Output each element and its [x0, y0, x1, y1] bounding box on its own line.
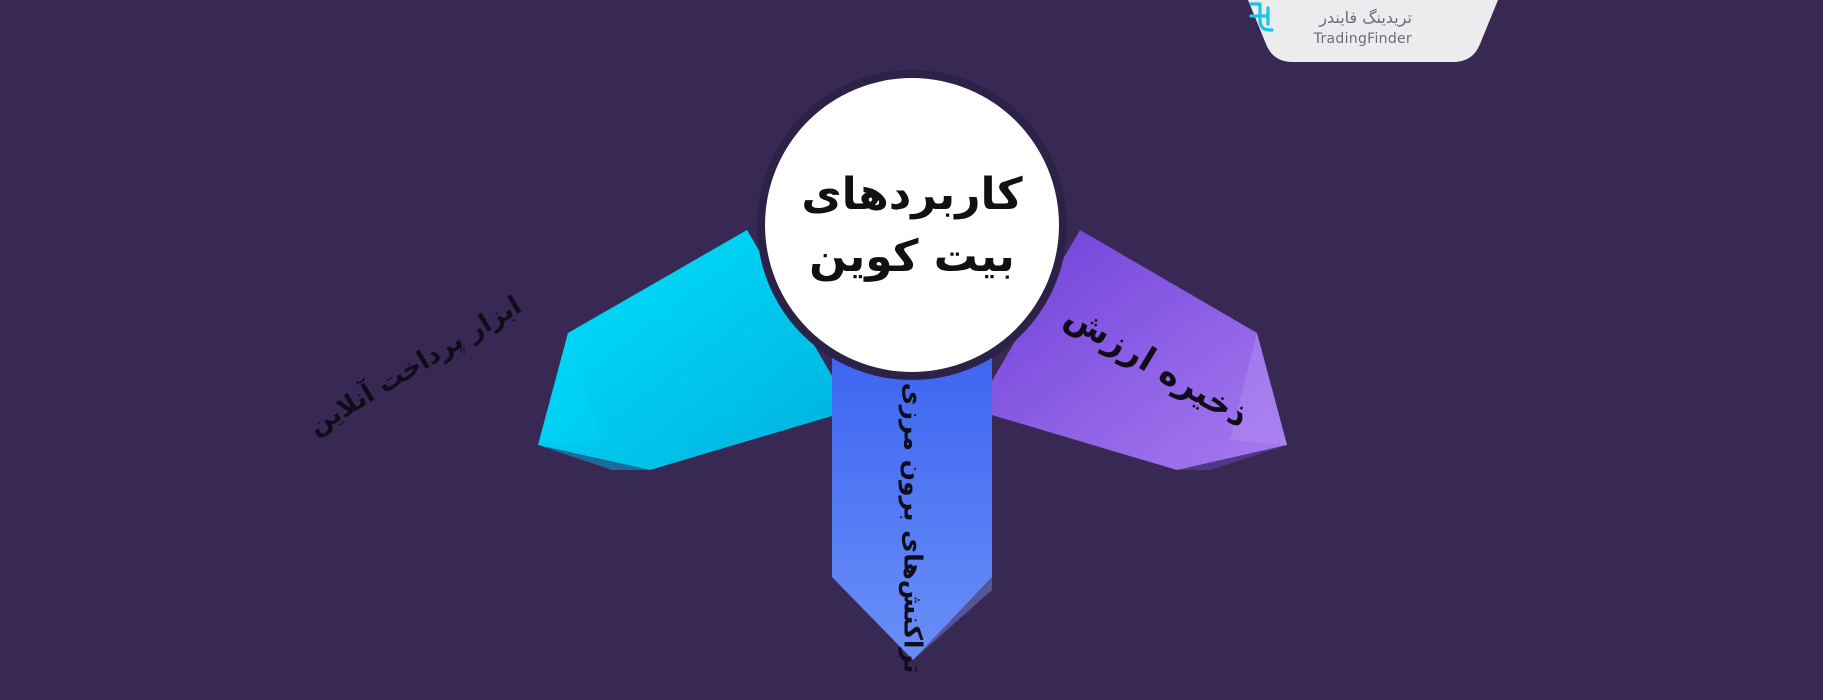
- right-branch-arrow: [975, 230, 1287, 470]
- brand-logo-tab[interactable]: تریدینگ فایندر TradingFinder: [1248, 0, 1498, 62]
- center-circle: [765, 78, 1059, 372]
- center-title: کاربردهای بیت کوین: [801, 164, 1022, 288]
- down-branch-label: تراکنش‌های برون مرزی: [898, 382, 928, 674]
- center-title-line1: کاربردهای: [801, 169, 1023, 220]
- down-branch-arrow: [832, 340, 992, 660]
- logo-tab-shape: [1248, 0, 1498, 62]
- tradingfinder-logo-icon: [1249, 2, 1274, 32]
- down-branch-label-wrap: تراکنش‌های برون مرزی: [899, 383, 1204, 674]
- brand-name-en: TradingFinder: [1313, 31, 1412, 47]
- right-branch-label-wrap: ذخیره ارزش: [1058, 296, 1364, 437]
- brand-name-fa: تریدینگ فایندر: [1319, 8, 1412, 27]
- center-title-line2: بیت کوین: [809, 231, 1015, 282]
